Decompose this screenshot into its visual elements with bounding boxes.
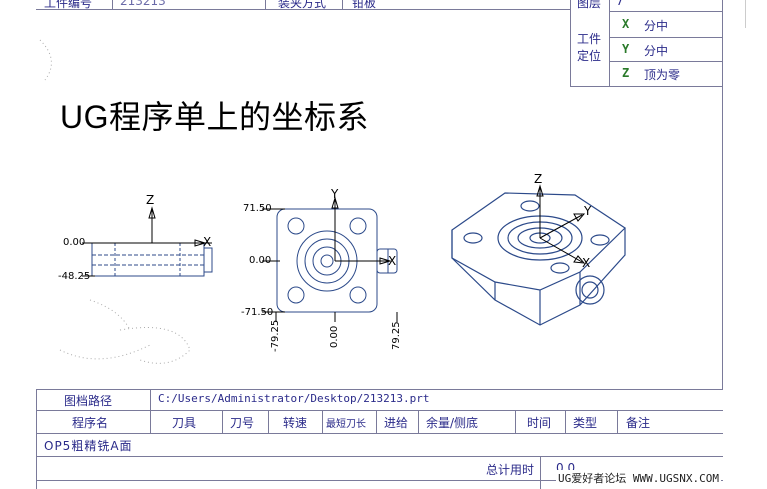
table-line (36, 389, 723, 390)
header-divider (342, 0, 343, 9)
total-label: 总计用时 (486, 463, 535, 477)
table-line (36, 433, 723, 434)
forum-watermark: UG爱好者论坛 WWW.UGSNX.COM (556, 470, 721, 486)
side-dim-bottom: -48.25 (58, 271, 91, 282)
total-divider (540, 456, 541, 489)
path-label: 图档路径 (64, 394, 113, 408)
col-stock: 余量/侧底 (426, 416, 479, 430)
col-time: 时间 (527, 416, 552, 430)
side-view-body (91, 242, 205, 277)
sheet-outer-edge (745, 0, 746, 28)
col-tool-no: 刀号 (230, 416, 255, 430)
table-line (36, 480, 723, 481)
col-divider (515, 410, 516, 433)
side-view (91, 242, 213, 277)
iso-z-label: Z (534, 172, 543, 186)
slide-title: UG程序单上的坐标系 (60, 99, 370, 135)
pos-row-line (609, 37, 723, 38)
clamp-label: 装夹方式 (278, 0, 327, 10)
pos-x-desc: 分中 (644, 19, 669, 33)
pos-row-line (609, 11, 723, 12)
col-min-length: 最短刀长 (326, 419, 366, 430)
top-dim-5: 0.00 (329, 325, 340, 348)
pos-row-line (609, 61, 723, 62)
pos-y-desc: 分中 (644, 44, 669, 58)
col-speed: 转速 (283, 416, 308, 430)
top-dim-1: 71.50 (243, 203, 272, 214)
table-line (36, 456, 723, 457)
top-dim-6: 79.25 (391, 321, 402, 350)
top-dim-3: -71.50 (241, 307, 274, 318)
col-divider (617, 410, 618, 433)
col-divider (322, 410, 323, 433)
table-left-border (36, 389, 37, 489)
header-divider (265, 0, 266, 9)
pos-z-desc: 顶为零 (644, 68, 681, 82)
pos-label-1: 工件 (577, 32, 602, 46)
iso-y-label: Y (584, 204, 592, 218)
path-value: C:/Users/Administrator/Desktop/213213.pr… (158, 392, 430, 405)
iso-x-label: X (582, 256, 591, 270)
table-divider (150, 389, 151, 410)
sheet-right-border (722, 0, 723, 390)
pos-x-axis: X (622, 17, 630, 31)
col-tool: 刀具 (172, 416, 197, 430)
work-no-label: 工件编号 (44, 0, 93, 10)
col-remark: 备注 (626, 416, 651, 430)
header-bottom-line (36, 9, 571, 10)
work-no-value: 213213 (120, 0, 166, 8)
top-y-label: Y (331, 187, 339, 201)
drawing-label: 图层 (577, 0, 602, 10)
col-feed: 进给 (384, 416, 409, 430)
iso-view (451, 192, 626, 326)
col-type: 类型 (573, 416, 598, 430)
pos-label-2: 定位 (577, 49, 602, 63)
drawing-value: 7 (616, 0, 624, 8)
pos-block-divider (609, 0, 610, 86)
col-divider (376, 410, 377, 433)
col-divider (268, 410, 269, 433)
pos-block-left (570, 0, 571, 86)
top-dim-2: 0.00 (249, 255, 272, 266)
col-divider (565, 410, 566, 433)
side-dim-top: 0.00 (63, 237, 86, 248)
side-z-label: Z (146, 193, 155, 207)
pos-y-axis: Y (622, 42, 630, 56)
pos-block-bottom (570, 86, 723, 87)
header-divider (112, 0, 113, 9)
top-dim-4: -79.25 (270, 319, 281, 352)
col-divider (222, 410, 223, 433)
col-divider (150, 410, 151, 433)
side-x-label: X (203, 235, 212, 249)
table-line (36, 410, 723, 411)
pos-z-axis: Z (622, 66, 630, 80)
col-divider (418, 410, 419, 433)
clamp-value: 钳板 (352, 0, 377, 10)
op-row-label: OP5粗精铣A面 (44, 439, 133, 453)
col-program: 程序名 (72, 416, 109, 430)
top-x-label: X (388, 254, 397, 268)
